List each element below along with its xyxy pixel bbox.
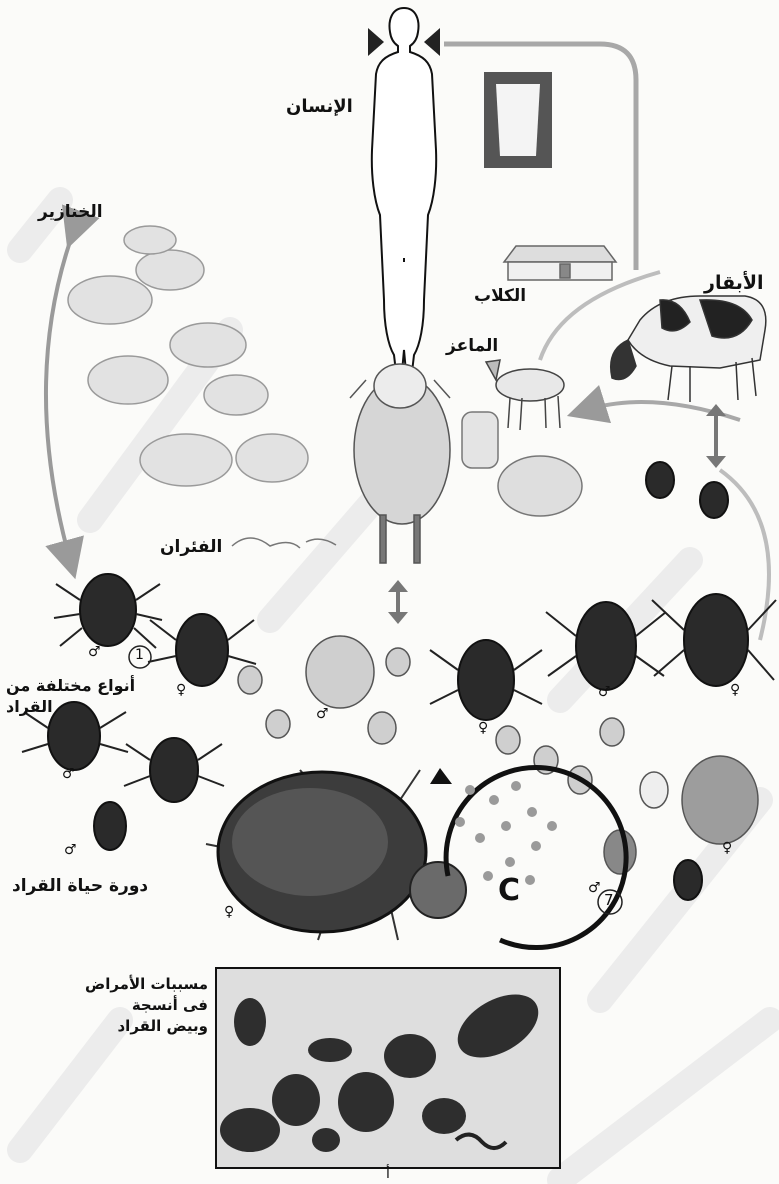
male-symbol-4: ♂ — [316, 706, 329, 724]
label-pathogens-line3: وبيض القراد — [84, 1017, 208, 1036]
male-symbol-3: ♂ — [64, 842, 77, 860]
rats-sketch — [232, 538, 336, 548]
marker-one: 1 — [135, 647, 144, 665]
figure-number: أ — [386, 1166, 390, 1184]
label-tick-types-line2: القراد — [6, 697, 53, 717]
label-rats: الفئران — [160, 537, 222, 558]
label-cows: الأبقار — [704, 272, 764, 296]
male-symbol-5: ♂ — [598, 684, 611, 702]
human-silhouette — [372, 8, 436, 374]
pathogen-micrograph — [216, 968, 560, 1168]
engorged-female-tick — [206, 770, 466, 940]
barn-sketch — [504, 246, 616, 280]
male-symbol-2: ♂ — [62, 766, 75, 784]
cow — [611, 296, 766, 402]
label-goats: الماعز — [446, 336, 498, 357]
lamb — [462, 412, 498, 468]
label-pigs: الخنازير — [38, 202, 103, 223]
marker-seven: 7 — [604, 891, 614, 910]
second-sheep — [498, 456, 582, 516]
female-symbol-3: ♀ — [730, 682, 740, 700]
double-arrow-center — [388, 580, 408, 624]
double-arrow-right — [706, 404, 726, 468]
male-symbol-1: ♂ — [88, 644, 101, 662]
label-dogs: الكلاب — [474, 286, 526, 307]
pig-herd — [68, 226, 308, 486]
female-symbol-2: ♀ — [478, 720, 488, 738]
label-human: الإنسان — [286, 96, 353, 119]
female-symbol-1: ♀ — [176, 682, 186, 700]
label-tick-types-line1: أنواع مختلفة من — [6, 676, 135, 696]
label-pathogens-line2: فى أنسجة — [84, 996, 208, 1015]
label-pathogens-line1: مسببات الأمراض — [84, 975, 208, 994]
marker-c: C — [498, 872, 520, 910]
female-symbol-4: ♀ — [722, 840, 732, 858]
sheep — [350, 364, 450, 563]
arrow-pigs — [46, 230, 74, 560]
egg-cycle-circle — [430, 768, 626, 948]
male-symbol-6: ♂ — [588, 880, 601, 898]
skin-sample-frame — [484, 72, 552, 168]
female-symbol-5: ♀ — [224, 904, 234, 922]
label-life-cycle: دورة حياة القراد — [12, 876, 148, 897]
